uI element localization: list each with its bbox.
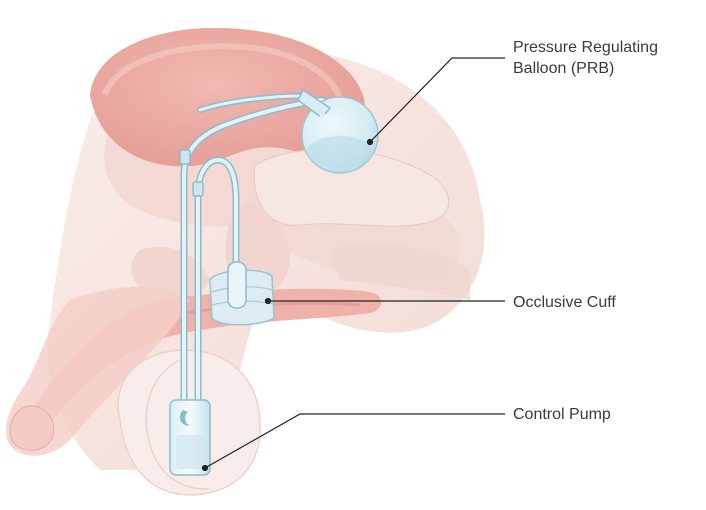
prb-label-line2: Balloon (PRB) (513, 58, 658, 79)
prb-label: Pressure Regulating Balloon (PRB) (513, 37, 658, 79)
pump-label: Control Pump (513, 404, 611, 425)
prb-label-line1: Pressure Regulating (513, 37, 658, 58)
cuff-label: Occlusive Cuff (513, 292, 616, 313)
control-pump (170, 400, 210, 475)
